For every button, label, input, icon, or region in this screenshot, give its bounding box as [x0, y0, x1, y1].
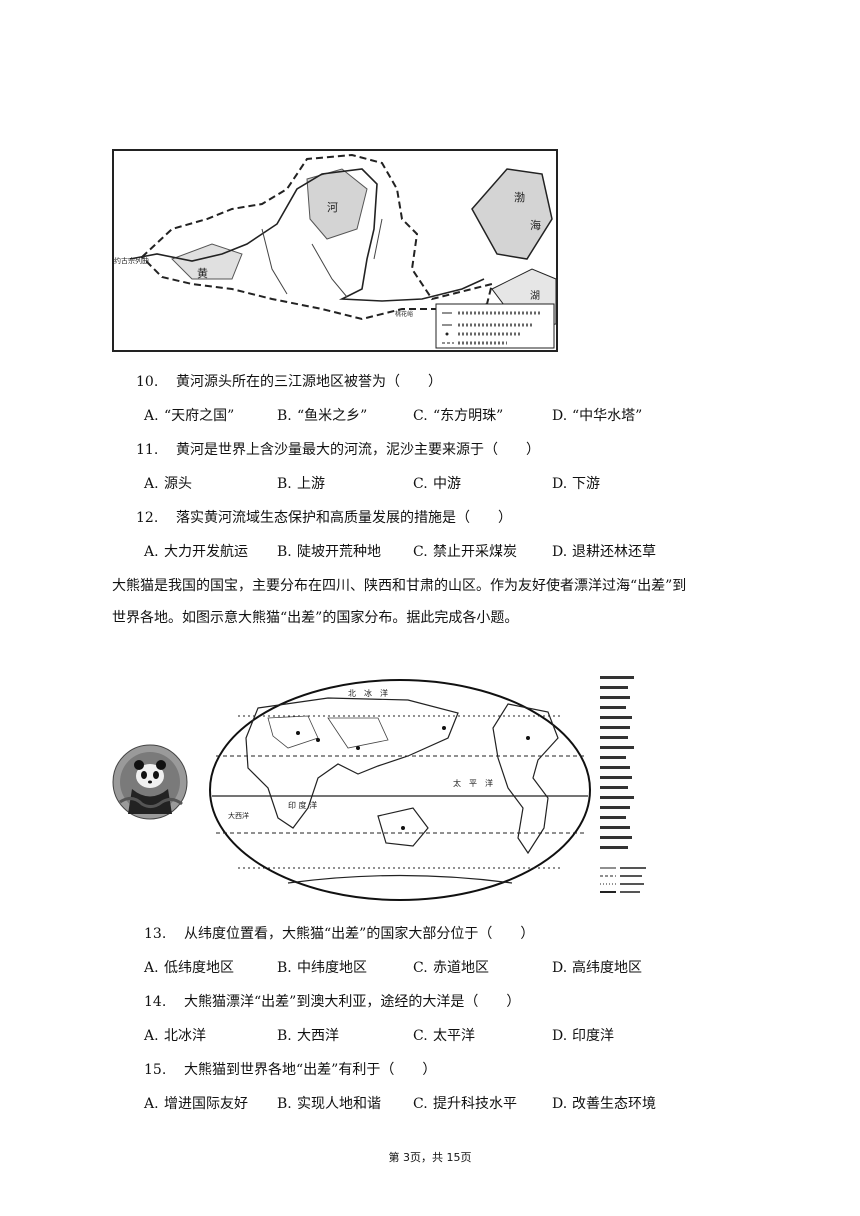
question-text: 落实黄河流域生态保护和高质量发展的措施是（ ）: [176, 510, 512, 526]
question-number: 11.: [136, 442, 159, 458]
world-map-legend-svg: [600, 676, 646, 893]
option-b[interactable]: B.陡坡开荒种地: [277, 544, 381, 560]
page-footer: 第 3页，共 15页: [388, 1151, 472, 1164]
question-text: 黄河是世界上含沙量最大的河流，泥沙主要来源于（ ）: [176, 442, 540, 458]
option-d[interactable]: D.退耕还林还草: [552, 544, 656, 560]
world-map-svg: 北 冰 洋 太 平 洋 印 度 洋 大西洋: [209, 679, 591, 901]
question-number: 15.: [144, 1062, 167, 1078]
option-a[interactable]: A.低纬度地区: [144, 960, 234, 976]
option-c[interactable]: C.中游: [413, 476, 461, 492]
question-text: 从纬度位置看，大熊猫“出差”的国家大部分位于（ ）: [184, 926, 535, 942]
option-a[interactable]: A.大力开发航运: [144, 544, 248, 560]
ocean-label-pacific: 太 平 洋: [453, 778, 493, 788]
question-number: 13.: [144, 926, 167, 942]
option-b[interactable]: B.中纬度地区: [277, 960, 367, 976]
map1-huanghe-a: 黄: [197, 266, 208, 280]
option-b[interactable]: B.大西洋: [277, 1028, 339, 1044]
option-b[interactable]: B.上游: [277, 476, 325, 492]
option-c[interactable]: C.赤道地区: [413, 960, 489, 976]
ocean-label-indian: 印 度 洋: [288, 800, 317, 810]
question-12: 12. 落实黄河流域生态保护和高质量发展的措施是（ ）: [136, 507, 512, 527]
intro-line-2: 世界各地。如图示意大熊猫“出差”的国家分布。据此完成各小题。: [112, 610, 519, 626]
question-10: 10. 黄河源头所在的三江源地区被誉为（ ）: [136, 371, 442, 391]
question-text: 黄河源头所在的三江源地区被誉为（ ）: [176, 374, 442, 390]
option-c[interactable]: C.提升科技水平: [413, 1096, 517, 1112]
option-d[interactable]: D.印度洋: [552, 1028, 614, 1044]
question-text: 大熊猫漂洋“出差”到澳大利亚，途经的大洋是（ ）: [184, 994, 521, 1010]
option-c[interactable]: C.太平洋: [413, 1028, 475, 1044]
question-15: 15. 大熊猫到世界各地“出差”有利于（ ）: [144, 1059, 436, 1079]
world-map: 北 冰 洋 太 平 洋 印 度 洋 大西洋: [208, 678, 592, 902]
intro-line-1: 大熊猫是我国的国宝，主要分布在四川、陕西和甘肃的山区。作为友好使者漂洋过海“出差…: [112, 578, 687, 594]
question-text: 大熊猫到世界各地“出差”有利于（ ）: [184, 1062, 437, 1078]
question-13: 13. 从纬度位置看，大熊猫“出差”的国家大部分位于（ ）: [144, 923, 534, 943]
question-14: 14. 大熊猫漂洋“出差”到澳大利亚，途经的大洋是（ ）: [144, 991, 520, 1011]
option-d[interactable]: D.高纬度地区: [552, 960, 642, 976]
map1-bohai-b: 海: [530, 218, 541, 232]
world-map-legend: [596, 672, 654, 908]
option-d[interactable]: D.下游: [552, 476, 600, 492]
yellow-river-map: 约古宗列曲 桃花峪 渤 海 黄 河 湖: [112, 149, 558, 352]
option-c[interactable]: C.禁止开采煤炭: [413, 544, 517, 560]
map1-label-west: 约古宗列曲: [114, 256, 149, 265]
panda-photo: [112, 744, 188, 820]
map1-huanghe-b: 河: [327, 201, 338, 214]
ocean-label-atlantic: 大西洋: [228, 811, 249, 820]
option-d[interactable]: D.“中华水塔”: [552, 408, 643, 424]
map1-sea-label: 湖: [530, 290, 540, 302]
option-c[interactable]: C.“东方明珠”: [413, 408, 504, 424]
option-b[interactable]: B.实现人地和谐: [277, 1096, 381, 1112]
option-a[interactable]: A.“天府之国”: [144, 408, 235, 424]
option-d[interactable]: D.改善生态环境: [552, 1096, 656, 1112]
option-a[interactable]: A.源头: [144, 476, 192, 492]
option-b[interactable]: B.“鱼米之乡”: [277, 408, 368, 424]
question-11: 11. 黄河是世界上含沙量最大的河流，泥沙主要来源于（ ）: [136, 439, 540, 459]
question-number: 10.: [136, 374, 159, 390]
panda-photo-svg: [112, 744, 188, 820]
map1-bohai-a: 渤: [514, 191, 525, 204]
yellow-river-map-svg: 约古宗列曲 桃花峪 渤 海 黄 河 湖: [112, 149, 558, 352]
option-a[interactable]: A.增进国际友好: [144, 1096, 248, 1112]
map1-label-southeast: 桃花峪: [395, 310, 413, 318]
ocean-label-arctic: 北 冰 洋: [348, 688, 388, 698]
question-number: 12.: [136, 510, 159, 526]
question-number: 14.: [144, 994, 167, 1010]
option-a[interactable]: A.北冰洋: [144, 1028, 206, 1044]
